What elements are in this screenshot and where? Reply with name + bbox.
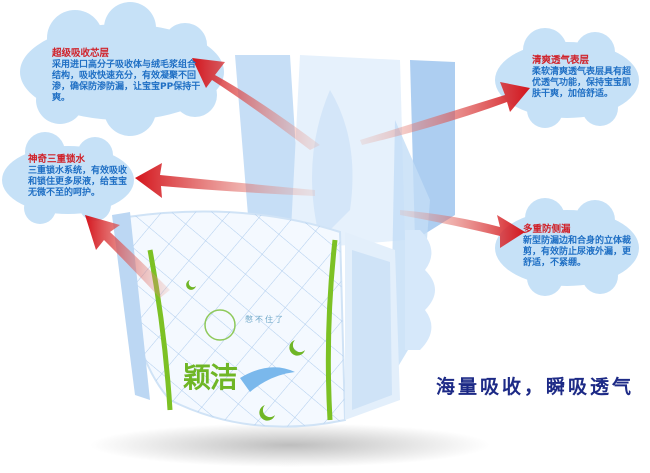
callout-lock: 神奇三重锁水 三重锁水系统，有效吸收和锁住更多尿液，给宝宝无微不至的呵护。 <box>28 154 130 199</box>
cloud-surface <box>495 28 639 128</box>
callout-desc: 三重锁水系统，有效吸收和锁住更多尿液，给宝宝无微不至的呵护。 <box>28 166 128 198</box>
arrow-lock <box>135 163 315 198</box>
arrow-side <box>85 215 170 298</box>
callout-surface: 清爽透气表层 柔软清爽透气表层具有超优透气功能，保持宝宝肌肤干爽，加倍舒适。 <box>532 55 637 100</box>
arrow-surface <box>360 82 530 145</box>
cloud-core <box>20 2 224 136</box>
callout-leak: 多重防侧漏 新型防漏边和合身的立体裁剪，有效防止尿液外漏，更舒适，不紧绷。 <box>523 224 635 269</box>
callout-desc: 采用进口高分子吸收体与绒毛浆组合结构，吸收快速充分，有效凝聚不回渗，确保防渗防漏… <box>52 60 201 103</box>
callout-core: 超级吸收芯层 采用进口高分子吸收体与绒毛浆组合结构，吸收快速充分，有效凝聚不回渗… <box>52 48 202 104</box>
callout-desc: 柔软清爽透气表层具有超优透气功能，保持宝宝肌肤干爽，加倍舒适。 <box>532 67 632 99</box>
brand-bubble-text: 憋不住了 <box>245 315 285 324</box>
callout-title: 神奇三重锁水 <box>28 154 86 165</box>
callout-title: 超级吸收芯层 <box>52 48 110 59</box>
arrow-core <box>192 58 320 150</box>
arrow-leak <box>400 210 525 248</box>
brand-logo: 颖洁 <box>183 361 238 394</box>
cloud-leak <box>495 198 639 296</box>
slogan: 海量吸收，瞬吸透气 <box>436 376 635 398</box>
callout-title: 多重防侧漏 <box>523 224 571 235</box>
callout-desc: 新型防漏边和合身的立体裁剪，有效防止尿液外漏，更舒适，不紧绷。 <box>523 236 632 268</box>
callout-title: 清爽透气表层 <box>532 55 590 66</box>
cloud-lock <box>2 132 134 224</box>
